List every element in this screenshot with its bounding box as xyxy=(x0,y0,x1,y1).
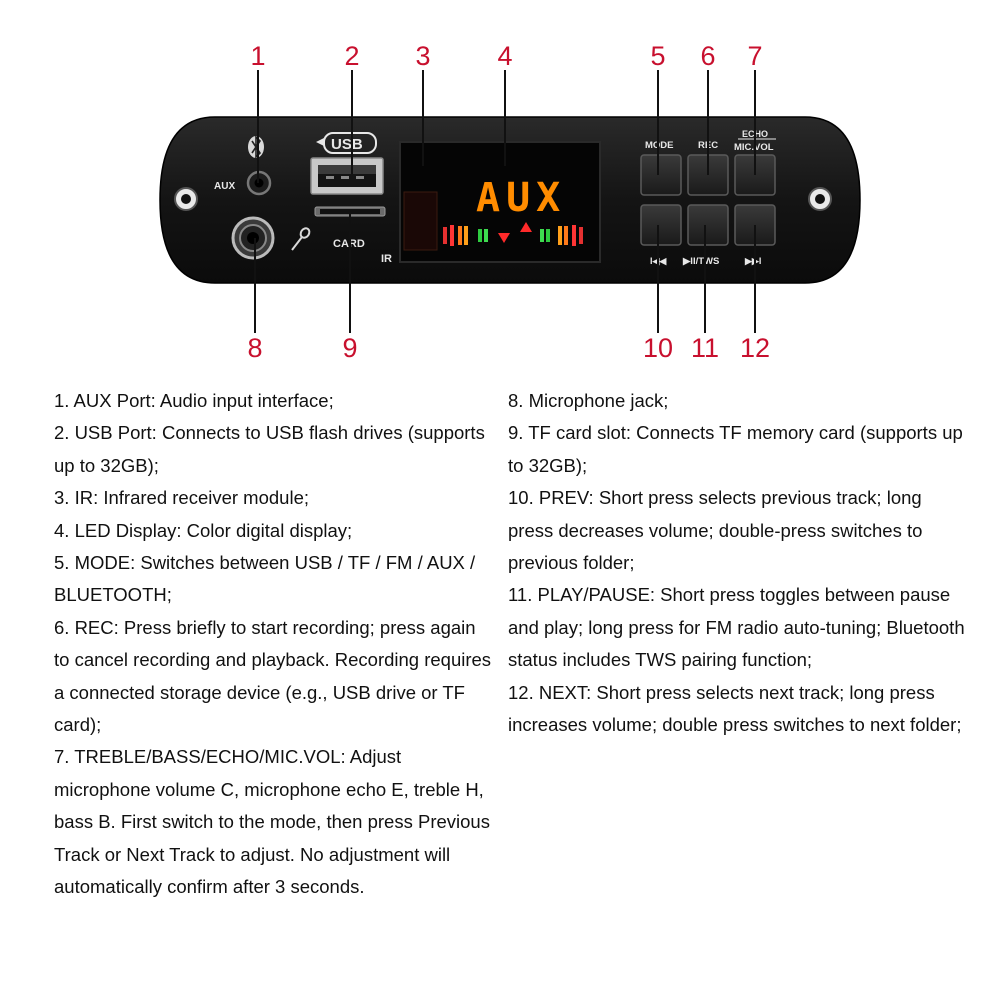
description-item-9: 9. TF card slot: Connects TF memory card… xyxy=(508,422,963,476)
callout-9: 9 xyxy=(342,333,357,363)
bluetooth-icon xyxy=(248,135,264,159)
description-item-2: 2. USB Port: Connects to USB flash drive… xyxy=(54,422,485,476)
mode-label: MODE xyxy=(645,140,674,151)
microphone-icon xyxy=(291,227,311,251)
product-diagram: AUX USB xyxy=(159,41,861,363)
callout-10: 10 xyxy=(643,333,673,363)
volume-down-indicator xyxy=(498,233,510,243)
card-label: CARD xyxy=(333,238,365,250)
ir-label: IR xyxy=(381,253,392,265)
description-item-7: 7. TREBLE/BASS/ECHO/MIC.VOL: Adjust micr… xyxy=(54,746,490,898)
microphone-jack[interactable] xyxy=(231,216,275,260)
callout-6: 6 xyxy=(700,41,715,71)
aux-label: AUX xyxy=(214,181,235,192)
callout-12: 12 xyxy=(740,333,770,363)
callout-7: 7 xyxy=(747,41,762,71)
level-meter-left xyxy=(443,225,488,246)
micvol-label: MIC.VOL xyxy=(734,142,774,153)
description-item-12: 12. NEXT: Short press selects next track… xyxy=(508,681,962,736)
display-mode-text: AUX xyxy=(476,175,566,221)
description-item-4: 4. LED Display: Color digital display; xyxy=(54,519,353,541)
callout-1: 1 xyxy=(250,41,265,71)
description-column-right: 8. Microphone jack; 9. TF card slot: Con… xyxy=(508,385,968,741)
description-item-11: 11. PLAY/PAUSE: Short press toggles betw… xyxy=(508,584,965,671)
usb-icon xyxy=(316,132,377,154)
description-item-8: 8. Microphone jack; xyxy=(508,390,669,411)
level-meter-right xyxy=(540,225,583,246)
description-item-6: 6. REC: Press briefly to start recording… xyxy=(54,616,492,736)
mounting-hole-left xyxy=(174,187,198,211)
next-icon: ▶▶I xyxy=(744,256,761,266)
play-tws-label: ▶II/TWS xyxy=(682,256,719,267)
callout-8: 8 xyxy=(247,333,262,363)
prev-button[interactable] xyxy=(640,204,682,246)
play-pause-button[interactable] xyxy=(687,204,729,246)
mounting-hole-right xyxy=(808,187,832,211)
callout-11: 11 xyxy=(691,333,719,363)
led-display: AUX xyxy=(399,141,601,263)
description-item-5: 5. MODE: Switches between USB / TF / FM … xyxy=(54,552,476,606)
mode-button[interactable] xyxy=(640,154,682,196)
description-item-3: 3. IR: Infrared receiver module; xyxy=(54,487,309,509)
callout-3: 3 xyxy=(415,41,430,71)
ir-receiver xyxy=(403,191,438,251)
callout-2: 2 xyxy=(344,41,359,71)
description-item-10: 10. PREV: Short press selects previous t… xyxy=(508,487,923,574)
callout-5: 5 xyxy=(650,41,665,71)
description-column-left: 1. AUX Port: Audio input interface; 2. U… xyxy=(54,385,494,904)
mp3-module-panel: AUX USB xyxy=(159,116,861,284)
callout-lines xyxy=(254,70,756,333)
volume-up-indicator xyxy=(520,222,532,232)
description-item-1: 1. AUX Port: Audio input interface; xyxy=(54,390,334,411)
usb-port[interactable] xyxy=(310,157,384,195)
callout-4: 4 xyxy=(497,41,512,71)
usb-label: USB xyxy=(331,136,363,153)
